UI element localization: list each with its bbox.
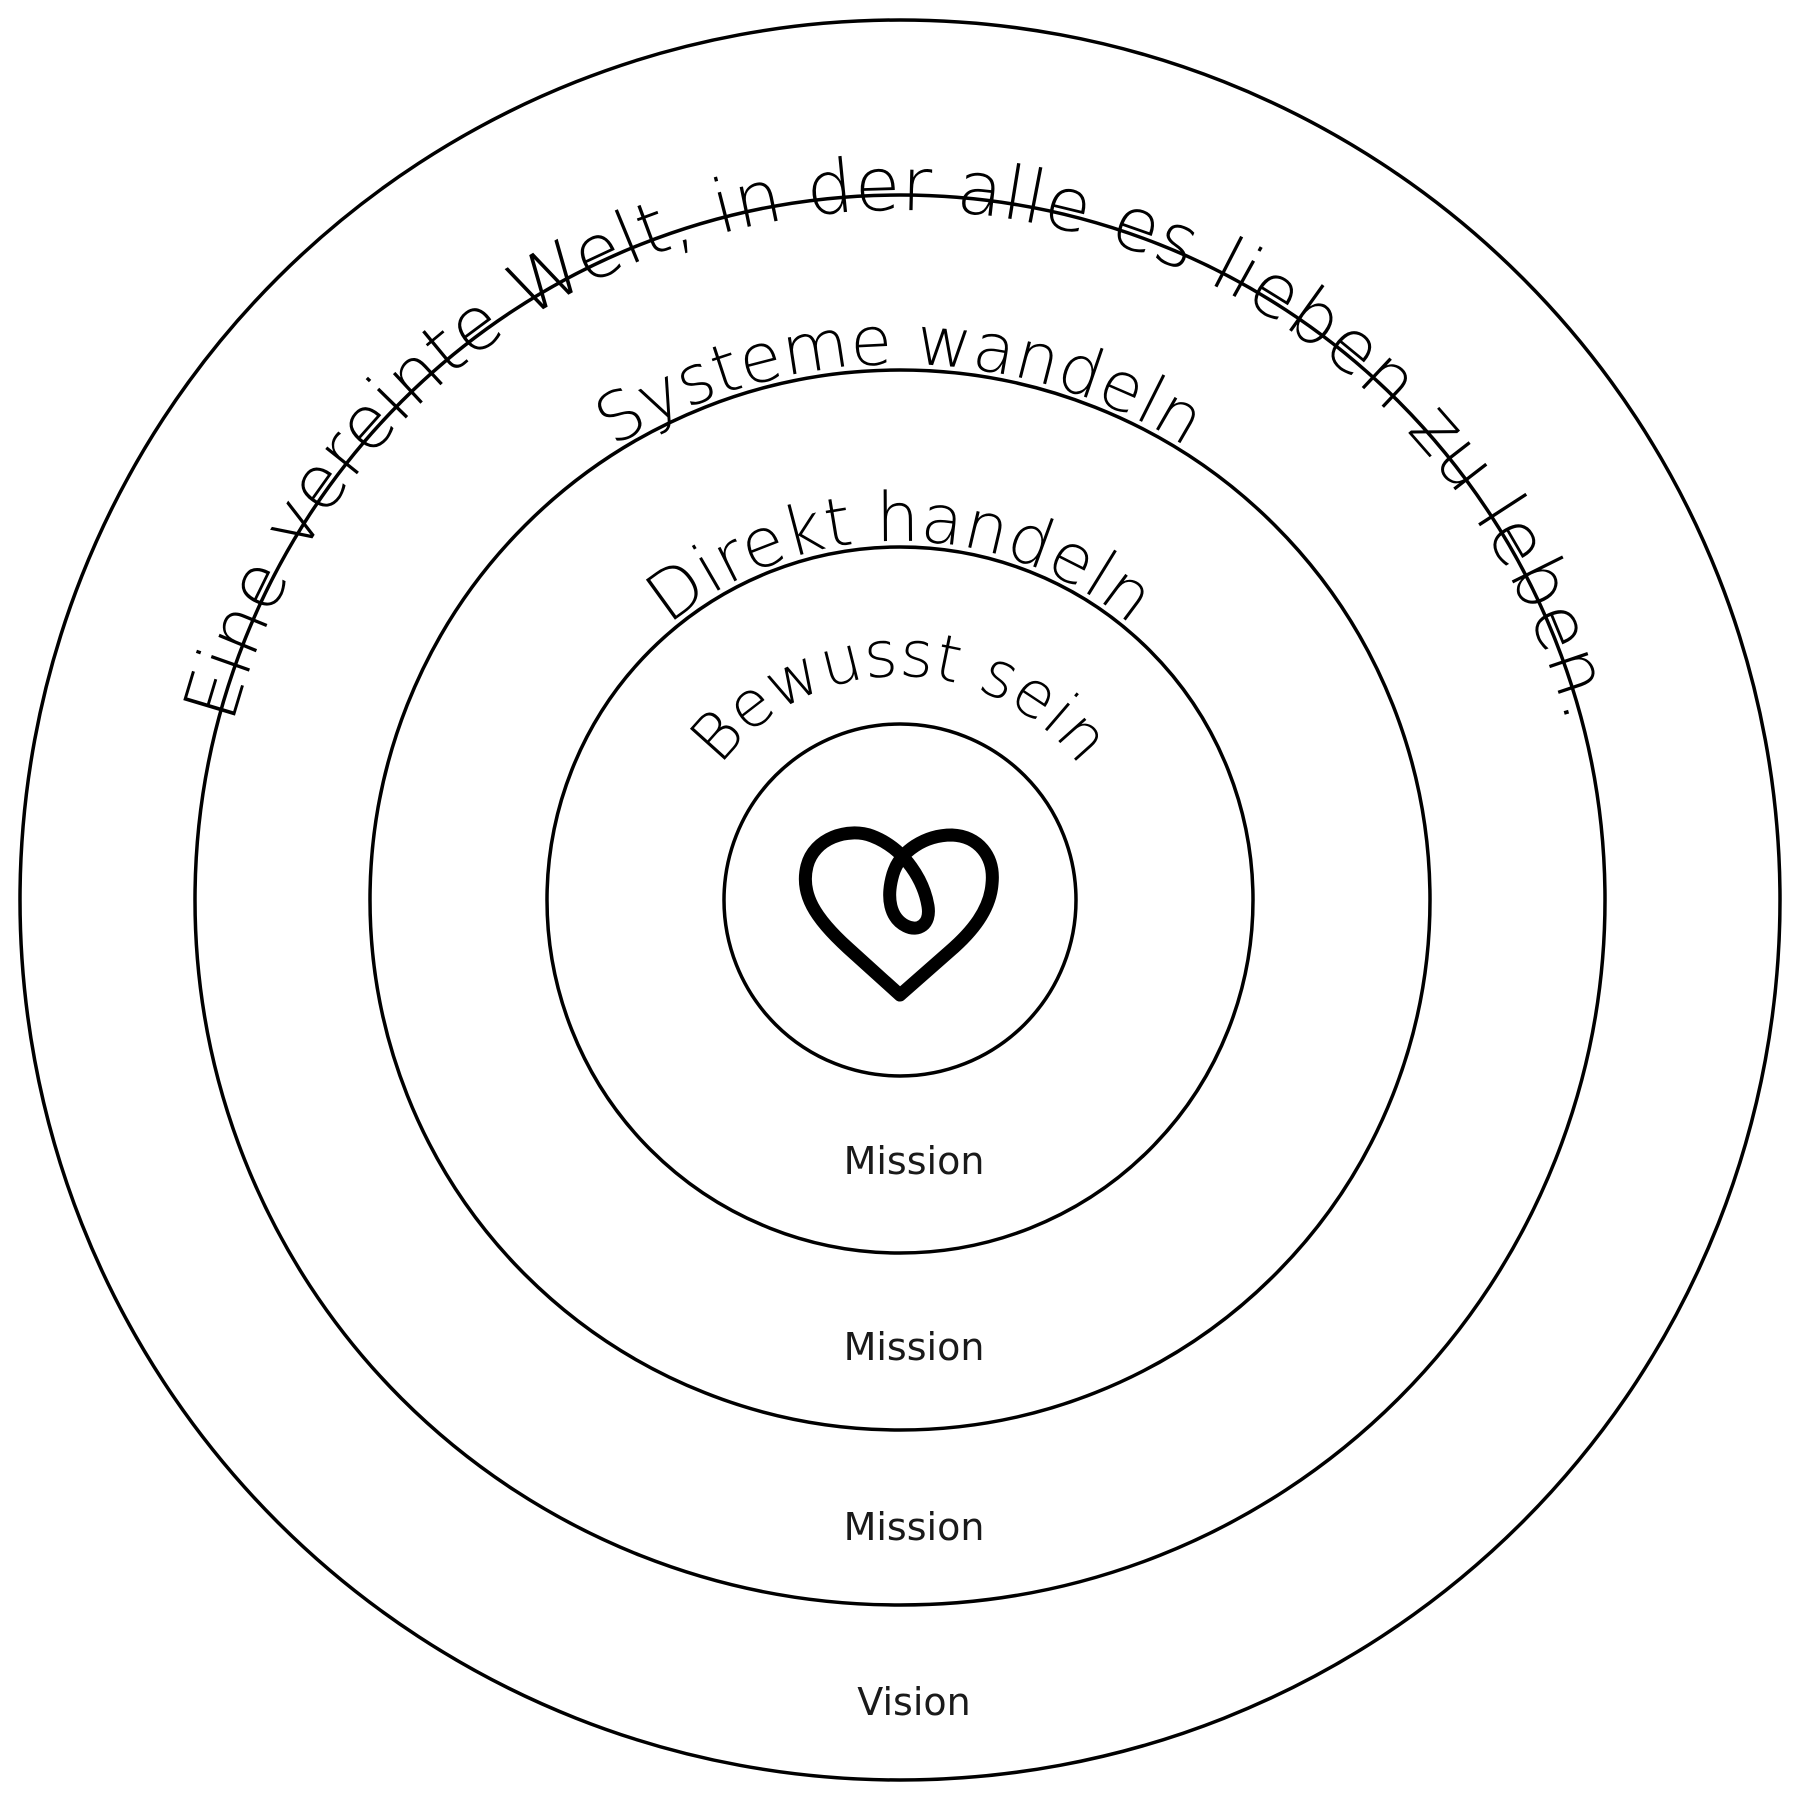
ring-mission-2 bbox=[368, 368, 1432, 1432]
vision-curved-text: Eine vereinte Welt, in der alle es liebe… bbox=[167, 142, 1633, 730]
ring-label-mission-2: Mission bbox=[844, 1325, 985, 1369]
inner-core-circle bbox=[722, 722, 1078, 1078]
ring-label-mission-1: Mission bbox=[844, 1139, 985, 1183]
loop-heart-icon bbox=[798, 826, 999, 1002]
mission3-curved-text: Systeme wandeln bbox=[582, 302, 1217, 462]
ring-mission-1 bbox=[545, 545, 1255, 1255]
ring-label-vision: Vision bbox=[857, 1680, 970, 1724]
ring-label-mission-3: Mission bbox=[844, 1505, 985, 1549]
ring-mission-3 bbox=[193, 193, 1607, 1607]
mission1-curved-text: Bewusst sein bbox=[676, 618, 1123, 777]
mission2-curved-text: Direkt handeln bbox=[632, 479, 1169, 639]
outer-ring-vision bbox=[18, 18, 1782, 1782]
